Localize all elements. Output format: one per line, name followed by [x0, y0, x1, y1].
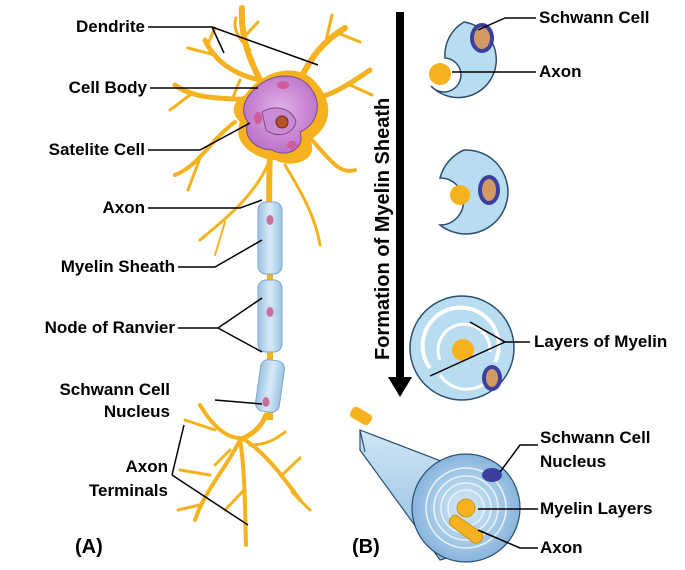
- label-node-of-ranvier: Node of Ranvier: [44, 318, 175, 337]
- panel-a-label: (A): [75, 536, 103, 558]
- label-layers-of-myelin: Layers of Myelin: [534, 332, 668, 351]
- label-cell-body: Cell Body: [68, 78, 147, 97]
- arrow-text-svg: Formation of Myelin Sheath: [372, 98, 394, 360]
- label-axon-b-top: Axon: [539, 62, 582, 81]
- axon-circle-1: [429, 63, 451, 85]
- schwann-nucleus-dot-3: [262, 397, 270, 407]
- label-dendrite: Dendrite: [76, 17, 145, 36]
- label-schwann-nucleus-b-2: Nucleus: [540, 452, 607, 471]
- schwann-stage-1: [429, 21, 498, 99]
- label-myelin-sheath: Myelin Sheath: [60, 257, 175, 276]
- schwann-stage-2: [437, 149, 509, 235]
- nucleus-inner-2: [482, 179, 496, 201]
- cylinder-schwann-nucleus: [482, 468, 502, 482]
- panel-b-label: (B): [352, 536, 380, 558]
- satellite-nucleus-1: [277, 81, 289, 89]
- label-schwann-nucleus-b-1: Schwann Cell: [540, 428, 651, 447]
- panel-b-leader-lines: [429, 17, 538, 549]
- axon-circle-3: [452, 339, 474, 361]
- neuron-illustration: [168, 5, 374, 547]
- schwann-stage-3: [409, 295, 515, 401]
- nucleus-inner-3: [486, 369, 498, 387]
- label-axon: Axon: [102, 198, 146, 217]
- myelin-sheath-1: [257, 201, 283, 275]
- formation-arrow: [388, 12, 412, 397]
- axon-circle-2: [450, 185, 470, 205]
- cell-nucleus: [275, 115, 289, 129]
- axon-terminals: [176, 403, 312, 547]
- panel-a-leader-lines: [148, 26, 319, 526]
- schwann-nucleus-dot-1: [266, 215, 274, 225]
- label-schwann-nucleus-a-1: Schwann Cell: [59, 380, 170, 399]
- label-axon-terminals-1: Axon: [125, 457, 169, 476]
- label-axon-terminals-2: Terminals: [88, 481, 168, 500]
- formation-text: Formation of Myelin Sheath: [372, 98, 394, 360]
- myelinated-axon-3d: [349, 406, 521, 563]
- myelin-sheaths: [255, 201, 285, 413]
- label-schwann-cell: Schwann Cell: [539, 8, 650, 27]
- nucleus-inner-1: [474, 27, 490, 49]
- schwann-nucleus-dot-2: [266, 307, 274, 317]
- satellite-nucleus-2: [254, 112, 262, 124]
- label-axon-b-bottom: Axon: [540, 538, 583, 557]
- cylinder-axon: [448, 514, 484, 544]
- label-satelite-cell: Satelite Cell: [48, 140, 145, 159]
- label-schwann-nucleus-a-2: Nucleus: [103, 402, 170, 421]
- label-myelin-layers: Myelin Layers: [540, 499, 653, 518]
- satellite-nucleus-3: [287, 141, 297, 149]
- myelin-sheath-3: [255, 359, 285, 413]
